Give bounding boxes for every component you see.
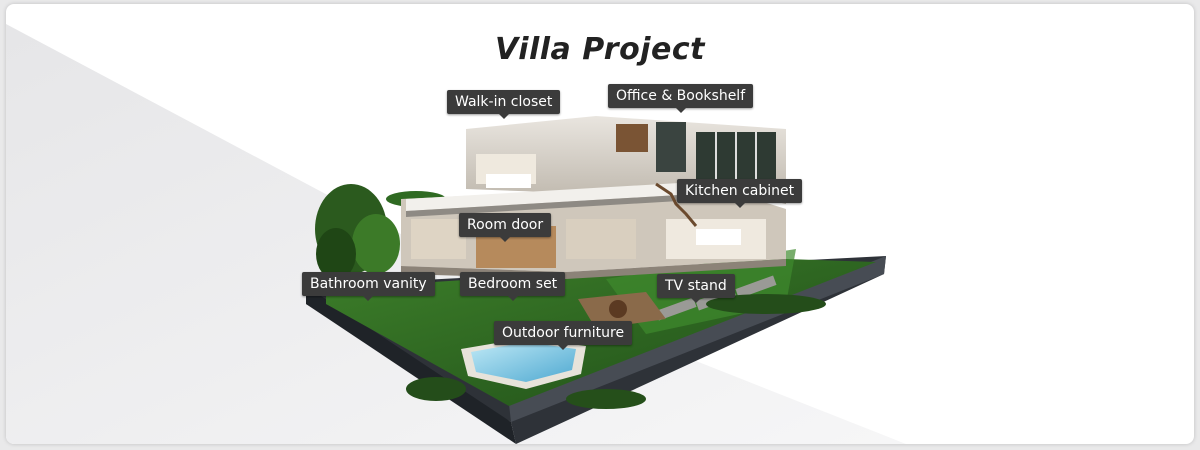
background-shade (6, 24, 906, 444)
label-tv-stand: TV stand (657, 274, 735, 303)
label-office-bookshelf: Office & Bookshelf (608, 84, 754, 113)
label-bedroom-set: Bedroom set (460, 272, 566, 301)
page-title: Villa Project (495, 32, 705, 67)
label-walk-in-closet: Walk-in closet (447, 90, 561, 119)
label-room-door: Room door (459, 213, 552, 242)
label-bathroom-vanity: Bathroom vanity (302, 272, 435, 301)
villa-card: Villa Project Walk-in closet Office & Bo… (6, 4, 1194, 444)
plants (315, 184, 826, 409)
outdoor-deck (578, 292, 666, 329)
label-outdoor-furniture: Outdoor furniture (494, 321, 633, 350)
upper-floor (406, 116, 786, 227)
villa-illustration (6, 24, 906, 444)
pool (461, 338, 586, 389)
label-kitchen-cabinet: Kitchen cabinet (677, 179, 803, 208)
